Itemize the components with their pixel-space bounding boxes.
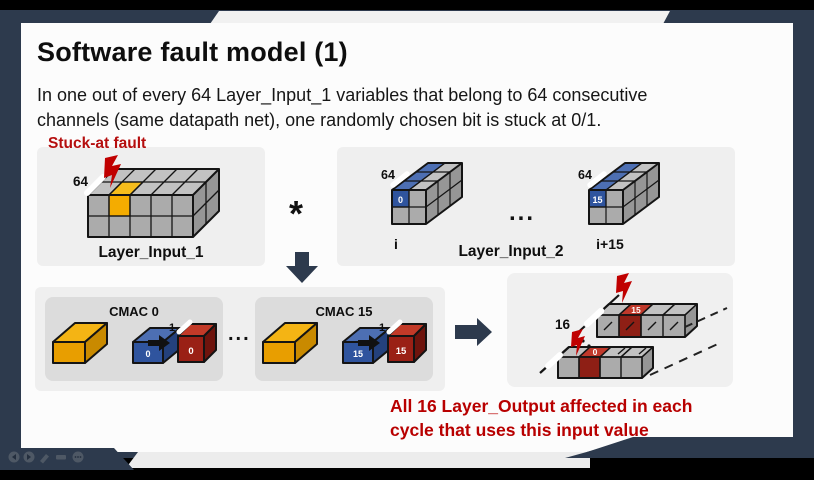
pen-tool-button[interactable] <box>40 454 49 464</box>
layer-input-1-label: Layer_Input_1 <box>98 244 204 261</box>
previous-slide-button[interactable] <box>8 451 20 463</box>
more-icon <box>74 456 77 458</box>
index-i-label: i <box>394 236 398 252</box>
background-sheet-bottom-edge <box>126 452 590 468</box>
input2-ellipsis: ... <box>509 199 536 226</box>
stuck-at-fault-label: Stuck-at fault <box>48 135 147 152</box>
body-line-2: channels (same datapath net), one random… <box>37 110 602 130</box>
callout-line-2: cycle that uses this input value <box>390 420 649 440</box>
layer-input-2-label: Layer_Input_2 <box>458 243 564 260</box>
cmac-ellipsis: ... <box>228 323 251 345</box>
more-icon <box>77 456 79 458</box>
layer-output-panel <box>507 273 733 387</box>
frame-wedge-bottom-right <box>565 440 814 458</box>
next-icon <box>27 454 31 460</box>
previous-icon <box>12 454 16 460</box>
slide-canvas: 64 0 64 <box>21 23 793 452</box>
multiply-operator: * <box>289 193 304 234</box>
index-i15-label: i+15 <box>596 236 624 252</box>
highlighter-icon <box>56 455 66 460</box>
pen-icon <box>40 454 49 464</box>
slideshow-controls <box>7 450 87 469</box>
right-arrow-icon <box>455 318 492 346</box>
more-icon <box>79 456 82 458</box>
slide-title: Software fault model (1) <box>37 37 348 67</box>
frame-wedge-bottom-left <box>0 448 134 470</box>
cmac0-title: CMAC 0 <box>109 304 159 319</box>
slide-body: In one out of every 64 Layer_Input_1 var… <box>37 83 647 133</box>
down-arrow-icon <box>286 252 318 283</box>
highlighter-tool-button[interactable] <box>56 455 66 460</box>
callout-line-1: All 16 Layer_Output affected in each <box>390 396 693 416</box>
next-slide-button[interactable] <box>23 451 35 463</box>
cmac15-title: CMAC 15 <box>315 304 373 319</box>
output-callout: All 16 Layer_Output affected in each cyc… <box>390 394 780 442</box>
background-sheet-top-edge <box>210 11 670 24</box>
more-options-button[interactable] <box>72 451 84 463</box>
body-line-1: In one out of every 64 Layer_Input_1 var… <box>37 85 648 105</box>
